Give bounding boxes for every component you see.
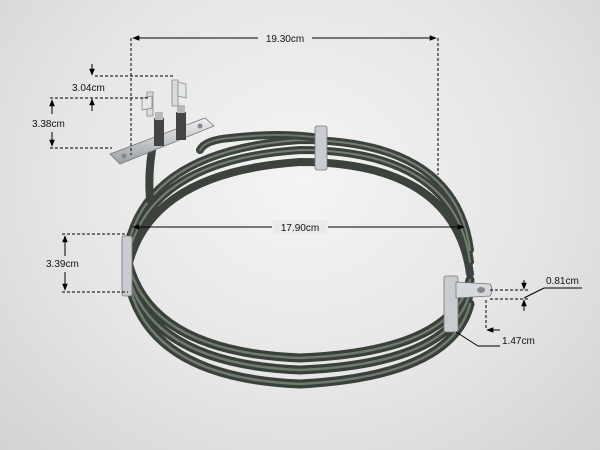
- dimension-labels: 19.30cm 17.90cm 3.04cm 3.38cm 3.39cm 0.8…: [32, 31, 579, 347]
- tab-thickness-label: 0.81cm: [546, 276, 579, 287]
- inner-diameter-label: 17.90cm: [281, 223, 319, 234]
- mounting-tab: [443, 275, 493, 333]
- terminal-height-label: 3.04cm: [72, 83, 105, 94]
- overall-width-label: 19.30cm: [266, 34, 304, 45]
- tab-length-label: 1.47cm: [502, 336, 535, 347]
- heating-coil: [121, 125, 493, 389]
- terminal-bracket: [109, 79, 215, 165]
- coil-clip: [314, 125, 328, 171]
- dimension-lines: [49, 35, 582, 347]
- coil-height-label: 3.39cm: [46, 259, 79, 270]
- bracket-height-label: 3.38cm: [32, 119, 65, 130]
- coil-clip: [121, 235, 133, 297]
